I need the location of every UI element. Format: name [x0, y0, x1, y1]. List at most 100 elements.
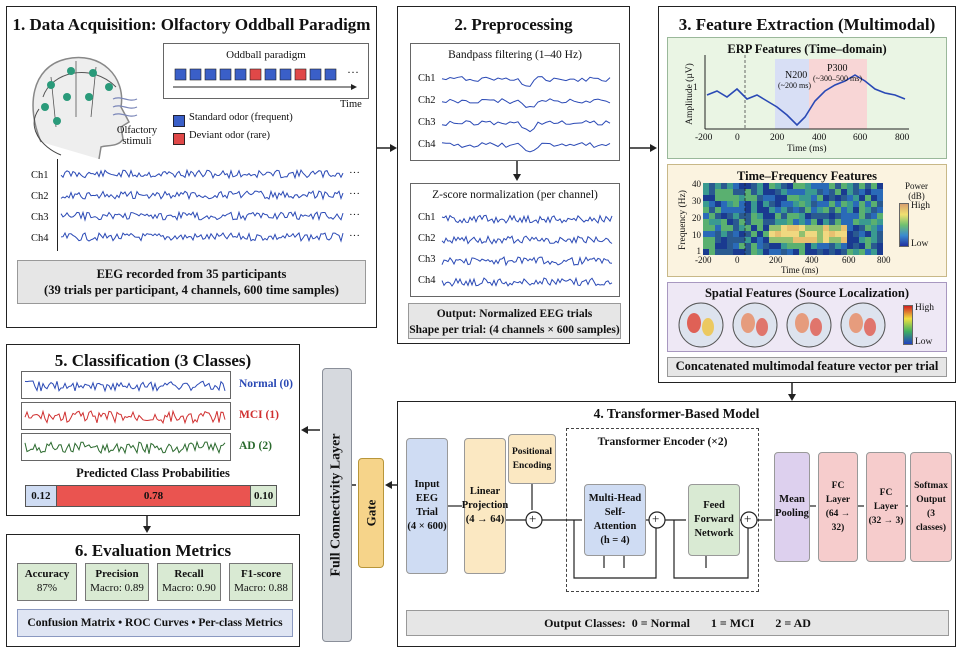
brain-map	[678, 302, 724, 348]
tf-cell	[721, 207, 727, 213]
raw-eeg-traces	[60, 168, 344, 243]
tf-cell	[871, 237, 877, 243]
tf-cell	[703, 249, 709, 255]
tf-cell	[847, 231, 853, 237]
tf-cell	[877, 183, 883, 189]
prob-ad: 0.10	[251, 486, 276, 506]
add-icon: +	[529, 511, 537, 526]
tf-cell	[841, 225, 847, 231]
tf-cell	[745, 249, 751, 255]
tf-cell	[751, 189, 757, 195]
oddball-sequence	[173, 68, 357, 90]
deviant-odor-marker	[249, 68, 262, 81]
full-connectivity-layer: Full Connectivity Layer	[322, 368, 352, 642]
panel-feature-extraction: 3. Feature Extraction (Multimodal) ERP F…	[658, 6, 956, 383]
brain-activation	[702, 318, 714, 336]
tf-cell	[847, 243, 853, 249]
tf-cell	[877, 225, 883, 231]
tf-cell	[757, 201, 763, 207]
tf-cell	[817, 219, 823, 225]
tf-cell	[745, 213, 751, 219]
brain-activation	[795, 313, 809, 333]
tf-cell	[721, 231, 727, 237]
zscore-trace	[441, 235, 613, 245]
metric-name: Accuracy	[24, 568, 70, 580]
tf-cell	[859, 195, 865, 201]
panel-title: 4. Transformer-Based Model	[593, 406, 760, 421]
n200-label: N200	[785, 70, 808, 81]
stimuli-label: Olfactory stimuli	[116, 125, 158, 147]
tf-cell	[877, 201, 883, 207]
standard-odor-marker	[264, 68, 277, 81]
tf-cell	[835, 207, 841, 213]
tf-cell	[751, 183, 757, 189]
tf-cell	[859, 213, 865, 219]
tf-cell	[859, 207, 865, 213]
erp-plot	[704, 55, 909, 130]
tf-cell	[787, 183, 793, 189]
tf-cell	[865, 243, 871, 249]
tf-cell	[745, 231, 751, 237]
tf-cell	[877, 189, 883, 195]
standard-odor-marker	[234, 68, 247, 81]
tf-cell	[703, 189, 709, 195]
tf-cell	[859, 183, 865, 189]
output-line1: Output: Normalized EEG trials	[436, 308, 593, 320]
prob-normal-value: 0.12	[31, 490, 51, 502]
panel-classification: 5. Classification (3 Classes) Normal (0)…	[6, 344, 300, 516]
brain-activation	[864, 318, 876, 336]
tf-cell	[793, 219, 799, 225]
tf-cell	[727, 231, 733, 237]
tf-cell	[823, 213, 829, 219]
tf-cell	[847, 249, 853, 255]
tf-xtick: 0	[735, 255, 740, 265]
spatial-colorbar	[903, 305, 913, 345]
oddball-dots: ···	[347, 65, 359, 79]
tf-cell	[727, 201, 733, 207]
tf-cell	[721, 195, 727, 201]
tf-cell	[805, 225, 811, 231]
tf-cell	[775, 195, 781, 201]
tf-cell	[745, 237, 751, 243]
metric-value: Macro: 0.89	[90, 582, 144, 594]
tf-cell	[853, 213, 859, 219]
class-traces	[24, 380, 226, 455]
tf-cell	[853, 201, 859, 207]
tf-ytick: 20	[692, 213, 701, 223]
bandpass-trace	[441, 142, 611, 153]
zscore-traces	[441, 214, 613, 287]
tf-cell	[817, 195, 823, 201]
power-label: Power (dB)	[905, 181, 928, 201]
tf-cell	[823, 243, 829, 249]
tf-cell	[733, 195, 739, 201]
tf-cell	[817, 249, 823, 255]
tf-cell	[745, 195, 751, 201]
tf-cell	[811, 195, 817, 201]
tf-cell	[799, 219, 805, 225]
tf-cell	[877, 249, 883, 255]
tf-cell	[829, 195, 835, 201]
tf-cell	[745, 219, 751, 225]
tf-cell	[739, 249, 745, 255]
legend-deviant-label: Deviant odor (rare)	[189, 130, 271, 141]
power-high: High	[911, 201, 930, 211]
metric-value: Macro: 0.90	[162, 582, 216, 594]
tf-cell	[853, 225, 859, 231]
tf-cell	[727, 213, 733, 219]
zscore-box: Z-score normalization (per channel)	[410, 183, 620, 297]
tf-cell	[817, 237, 823, 243]
tf-cell	[805, 207, 811, 213]
tf-cell	[769, 195, 775, 201]
tf-cell	[805, 231, 811, 237]
metric-name: Recall	[174, 568, 204, 580]
tf-cell	[757, 207, 763, 213]
gate-label: Gate	[363, 499, 378, 527]
metric-accuracy: Accuracy 87%	[17, 563, 77, 601]
tf-cell	[709, 219, 715, 225]
tf-cell	[841, 249, 847, 255]
tf-cell	[709, 195, 715, 201]
tf-cell	[745, 225, 751, 231]
tf-cell	[793, 243, 799, 249]
tf-cell	[733, 243, 739, 249]
tf-cell	[757, 213, 763, 219]
